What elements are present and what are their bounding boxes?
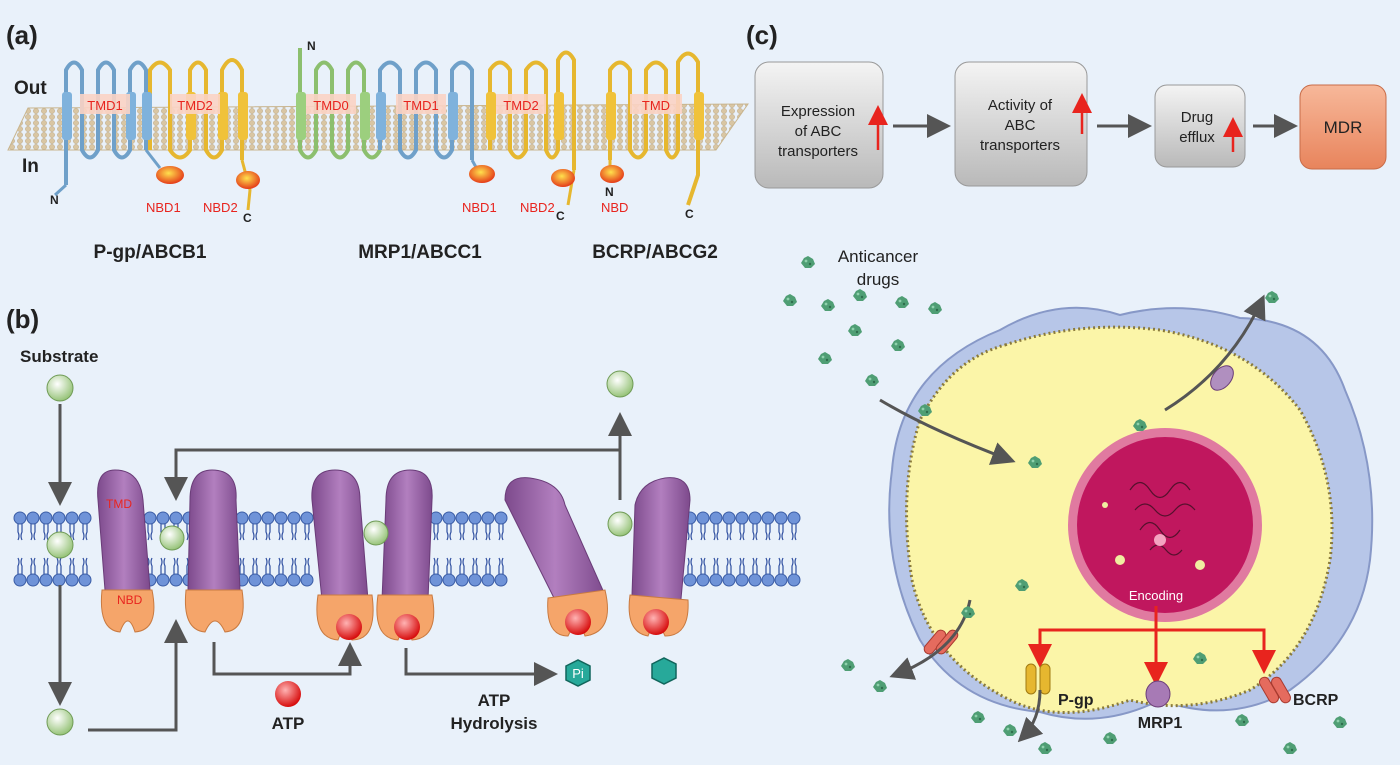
atp-ball (275, 681, 301, 707)
drugs-label-line1: Anticancer (838, 247, 919, 266)
substrate-label: Substrate (20, 347, 98, 366)
mrp1-nbd2: NBD2 (520, 200, 555, 215)
flow-expression-line2: of ABC (795, 123, 842, 140)
substrate-ball (606, 370, 634, 398)
out-label: Out (14, 78, 47, 99)
pgp-tmd2-box (170, 94, 220, 114)
substrate-ball (46, 708, 74, 736)
bilayer-b (13, 511, 801, 587)
efflux-channel-top (1210, 365, 1234, 391)
flow-box-activity (954, 61, 1088, 187)
nbd-label: NBD (117, 593, 143, 607)
panel-b: (b) Substrate TMD NBD (6, 304, 801, 736)
pgp-name: P-gp/ABCB1 (94, 242, 207, 263)
panel-c: (c) Expression of ABC transporters Activ… (746, 20, 1387, 754)
pgp-tmd2: TMD2 (177, 98, 212, 113)
mrp1-channel (1145, 680, 1171, 708)
nucleus (1077, 437, 1253, 613)
flow-expression-line1: Expression (781, 103, 855, 120)
bcrp-c-term: C (685, 207, 694, 221)
substrate-ball (363, 520, 389, 546)
flow-efflux-line1: Drug (1181, 109, 1214, 126)
adp-hexagon (651, 657, 677, 685)
mrp1-c-term: C (556, 209, 565, 223)
pgp-n-term: N (50, 193, 59, 207)
mrp1-name: MRP1/ABCC1 (358, 242, 482, 263)
substrate-ball (607, 511, 633, 537)
bcrp-tmd: TMD (642, 98, 670, 113)
bcrp-helices (606, 51, 704, 206)
flow-activity-line3: transporters (980, 137, 1060, 154)
panel-c-label: (c) (746, 20, 778, 50)
bcrp-channel (1259, 676, 1291, 704)
mrp1-tmd2: TMD2 (503, 98, 538, 113)
mrp1-nbd2-oval (551, 169, 575, 187)
mrp1-nbd1: NBD1 (462, 200, 497, 215)
pi-hexagon (565, 659, 591, 687)
mrp1-tmd1: TMD1 (403, 98, 438, 113)
panel-b-label: (b) (6, 304, 39, 334)
mrp1-tmd2-box (496, 94, 546, 114)
transporter-state-3 (504, 477, 691, 637)
pgp-nbd2: NBD2 (203, 200, 238, 215)
pgp-tmd1: TMD1 (87, 98, 122, 113)
atp-hydrolysis-line2: Hydrolysis (451, 714, 538, 733)
substrate-ball (159, 525, 185, 551)
in-label: In (22, 156, 39, 177)
flow-arrows-b (48, 404, 632, 732)
flow-box-mdr (1299, 84, 1387, 170)
mrp1-c-label: MRP1 (1138, 715, 1183, 732)
mrp1-n-term: N (307, 39, 316, 53)
pgp-channel (1025, 663, 1051, 695)
panel-a-label: (a) (6, 20, 38, 50)
mrp1-helices (296, 48, 576, 206)
transporter-state-1 (97, 469, 244, 633)
flow-activity-line1: Activity of (988, 97, 1053, 114)
flow-expression-line3: transporters (778, 143, 858, 160)
pgp-tmd1-box (80, 94, 130, 114)
bcrp-tmd-box (630, 94, 682, 114)
flow-mdr: MDR (1324, 118, 1363, 137)
flow-box-expression (754, 61, 884, 189)
pgp-nbd1: NBD1 (146, 200, 181, 215)
chromatin (1129, 481, 1196, 556)
panel-a: (a) Out In TMD1 TMD2 N C NBD1 NBD2 P-gp/ (6, 20, 749, 263)
transporter-state-2 (311, 469, 435, 641)
bcrp-nbd: NBD (601, 200, 628, 215)
flow-activity-line2: ABC (1005, 117, 1036, 134)
mrp1-tmd0: TMD0 (313, 98, 348, 113)
atp-label: ATP (272, 714, 305, 733)
flow-efflux-line2: efflux (1179, 129, 1215, 146)
mrp1-tmd0-box (306, 94, 356, 114)
encoding-label: Encoding (1129, 588, 1183, 603)
bcrp-nbd-oval (600, 165, 624, 183)
encoding-arrows (1028, 606, 1276, 686)
tmd-label: TMD (106, 497, 132, 511)
drugs-label-line2: drugs (857, 270, 900, 289)
flow-box-efflux (1154, 84, 1246, 168)
bcrp-name: BCRP/ABCG2 (592, 242, 718, 263)
atp-hydrolysis-line1: ATP (478, 691, 511, 710)
pgp-c-label: P-gp (1058, 692, 1094, 709)
bcrp-n-term: N (605, 185, 614, 199)
mrp1-nbd1-oval (469, 165, 495, 183)
mrp1-tmd1-box (396, 94, 446, 114)
substrate-ball (46, 531, 74, 559)
pgp-c-term: C (243, 211, 252, 225)
bcrp-c-label: BCRP (1293, 692, 1339, 709)
substrate-ball (46, 374, 74, 402)
pgp-nbd2-oval (236, 171, 260, 189)
pgp-nbd1-oval (156, 166, 184, 184)
pi-label: Pi (572, 666, 584, 681)
